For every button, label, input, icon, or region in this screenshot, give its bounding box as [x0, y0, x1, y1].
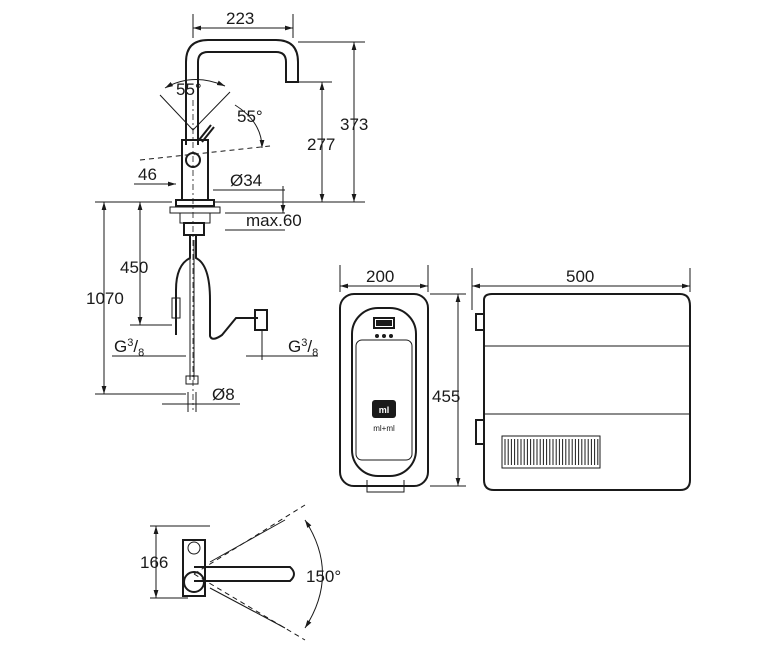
faucet-side-view: [139, 39, 299, 410]
unit-front-housing: [339, 293, 429, 487]
angle-150-label: 150°: [306, 567, 341, 586]
angle-55-right-label: 55°: [237, 107, 263, 126]
unit-side-dimensions: 500: [471, 267, 691, 310]
dim-455-label: 455: [432, 387, 460, 406]
angle-55-top-label: 55°: [176, 80, 202, 99]
dim-277-label: 277: [307, 135, 335, 154]
volume-sub-label: ml+ml: [373, 424, 395, 433]
unit-side-housing: [483, 293, 691, 491]
dim-223-label: 223: [226, 9, 254, 28]
ventilation-grille: [501, 435, 601, 469]
volume-button-label: ml: [379, 405, 390, 415]
dim-46-label: 46: [138, 165, 157, 184]
faucet-top-view: [182, 504, 306, 641]
dim-200-label: 200: [366, 267, 394, 286]
dim-166-label: 166: [140, 553, 168, 572]
faucet-dimensions: 223 277 373 55° 55° 46 Ø34 max.60 450 10…: [86, 9, 368, 412]
thread-left-label: G3/8: [114, 337, 144, 359]
diam-8-label: Ø8: [212, 385, 235, 404]
unit-front-dimensions: 200 455: [339, 265, 466, 487]
dim-373-label: 373: [340, 115, 368, 134]
faucet-body: [181, 139, 209, 201]
dim-500-label: 500: [566, 267, 594, 286]
volume-button: [372, 400, 396, 418]
diam-34-label: Ø34: [230, 171, 262, 190]
dim-1070-label: 1070: [86, 289, 124, 308]
dim-450-label: 450: [120, 258, 148, 277]
unit-front-view: ml ml+ml: [339, 293, 429, 493]
max-60-label: max.60: [246, 211, 302, 230]
unit-side-view: [475, 293, 691, 491]
thread-right-label: G3/8: [288, 337, 318, 359]
top-view-dimensions: 166 150°: [140, 519, 341, 629]
